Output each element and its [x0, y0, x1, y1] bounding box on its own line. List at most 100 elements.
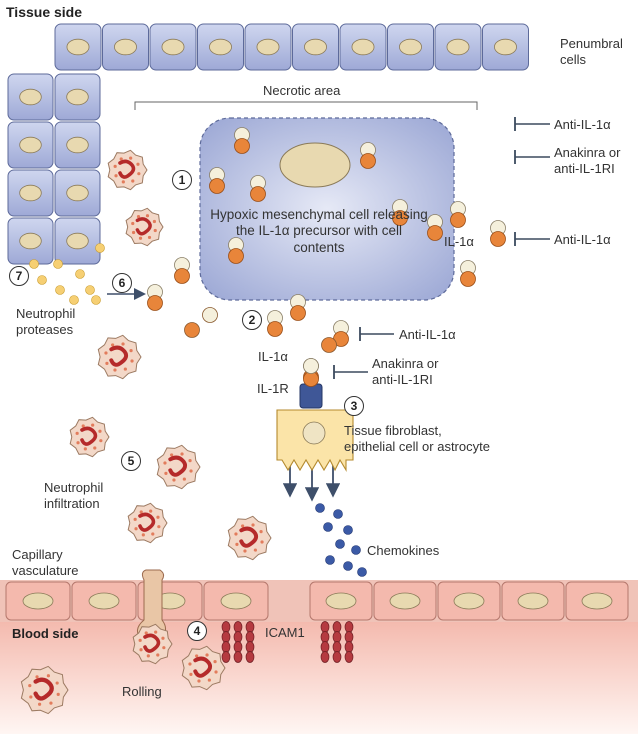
- neutrophil-granule: [56, 692, 60, 696]
- icam1-molecule: [344, 641, 354, 653]
- neutrophil-granule: [146, 654, 150, 658]
- neutrophil-granule: [131, 221, 135, 226]
- step-1-marker: 1: [172, 170, 192, 190]
- protease-dot: [29, 259, 39, 269]
- neutrophil-granule: [121, 342, 125, 346]
- hypoxic-cell-nucleus: [279, 142, 351, 188]
- icam1-molecule: [332, 631, 342, 643]
- penumbral-cell-nucleus: [446, 38, 470, 56]
- neutrophil: [97, 334, 142, 380]
- neutrophil-granule: [188, 459, 192, 463]
- chemokine-dot: [333, 509, 343, 519]
- neutrophil-proteases-label: Neutrophil proteases: [16, 306, 76, 337]
- protease-dot: [55, 285, 65, 295]
- neutrophil-granule: [234, 532, 238, 536]
- icam1-molecule: [320, 631, 330, 643]
- neutrophil-granule: [138, 236, 143, 240]
- neutrophil-nucleus: [193, 656, 213, 678]
- icam1-molecule: [332, 621, 342, 633]
- icam1-molecule: [233, 621, 243, 633]
- neutrophil: [69, 416, 110, 458]
- neutrophil-granule: [170, 453, 174, 457]
- icam1-molecule: [245, 651, 255, 663]
- blood-background: [0, 620, 638, 734]
- neutrophil-granule: [99, 439, 103, 443]
- step-4-marker: 4: [187, 621, 207, 641]
- il1a-fragment: [184, 322, 200, 338]
- neutrophil-granule: [105, 361, 109, 365]
- neutrophil-granule: [188, 662, 192, 666]
- il1a-lower-label: IL-1α: [258, 349, 288, 364]
- penumbral-cell-nucleus: [304, 38, 327, 56]
- neutrophil: [127, 502, 168, 544]
- anti-il1a-mid-label: Anti-IL-1α: [554, 232, 611, 247]
- il1a-fragment: [202, 307, 218, 323]
- neutrophil-nucleus: [118, 159, 136, 179]
- neutrophil-granule: [55, 681, 59, 685]
- chemokine-dot: [323, 522, 333, 532]
- penumbral-cell-nucleus: [114, 38, 137, 56]
- icam1-molecule: [245, 641, 255, 653]
- icam1-molecule: [332, 641, 342, 653]
- neutrophil-granule: [151, 532, 155, 536]
- neutrophil-infiltration-label: Neutrophil infiltration: [44, 480, 104, 511]
- icam1-molecule: [320, 651, 330, 663]
- neutrophil-granule: [197, 679, 201, 683]
- hypoxic-cell-label: Hypoxic mesenchymal cell releasing the I…: [210, 207, 428, 255]
- neutrophil-granule: [111, 343, 115, 347]
- neutrophil-granule: [131, 179, 135, 183]
- icam1-label: ICAM1: [265, 625, 305, 640]
- icam1-molecule: [233, 641, 243, 653]
- protease-dot: [75, 269, 85, 279]
- neutrophil-granule: [104, 351, 108, 355]
- neutrophil-granule: [133, 517, 137, 521]
- neutrophil-nucleus: [109, 345, 129, 367]
- icam1-molecule: [332, 651, 342, 663]
- neutrophil-granule: [114, 174, 118, 178]
- neutrophil-granule: [161, 636, 165, 640]
- neutrophil-granule: [136, 162, 140, 166]
- neutrophil-granule: [139, 510, 143, 514]
- neutrophil-granule: [214, 670, 218, 674]
- protease-dot: [85, 285, 95, 295]
- neutrophil: [156, 444, 201, 490]
- protease-dot: [53, 259, 63, 269]
- neutrophil: [132, 623, 173, 665]
- neutrophil: [227, 515, 272, 561]
- chemokine-dot: [325, 555, 335, 565]
- neutrophil-granule: [136, 214, 141, 219]
- neutrophil-granule: [253, 548, 257, 552]
- neutrophil-granule: [141, 533, 145, 537]
- il1a-molecule: [267, 321, 283, 337]
- penumbral-cell-nucleus: [494, 38, 517, 56]
- chemokine-dot: [357, 567, 367, 577]
- neutrophil-granule: [213, 660, 217, 664]
- step-3-marker: 3: [344, 396, 364, 416]
- il1a-molecule: [460, 271, 476, 287]
- penumbral-cell-nucleus: [19, 136, 42, 154]
- neutrophil-granule: [243, 549, 247, 553]
- fibroblast-nucleus: [302, 421, 326, 445]
- neutrophil-granule: [38, 702, 42, 706]
- neutrophil-granule: [35, 675, 39, 679]
- step-5-marker: 5: [121, 451, 141, 471]
- neutrophil-nucleus: [138, 512, 156, 532]
- endothelial-nucleus: [88, 592, 120, 610]
- neutrophil-granule: [91, 423, 95, 427]
- neutrophil-granule: [182, 477, 186, 481]
- penumbral-cell-nucleus: [399, 38, 422, 56]
- neutrophil-granule: [259, 530, 263, 534]
- tissue-side-title: Tissue side: [6, 4, 83, 20]
- neutrophil-granule: [147, 235, 152, 240]
- neutrophil-nucleus: [239, 526, 259, 548]
- neutrophil-granule: [129, 349, 133, 353]
- chemokine-dot: [315, 503, 325, 513]
- chemokines-label: Chemokines: [367, 543, 440, 558]
- chemokine-dot: [343, 525, 353, 535]
- neutrophil-granule: [139, 648, 143, 652]
- endothelial-nucleus: [389, 592, 421, 610]
- il1a-molecule: [234, 138, 250, 154]
- neutrophil-granule: [154, 630, 158, 634]
